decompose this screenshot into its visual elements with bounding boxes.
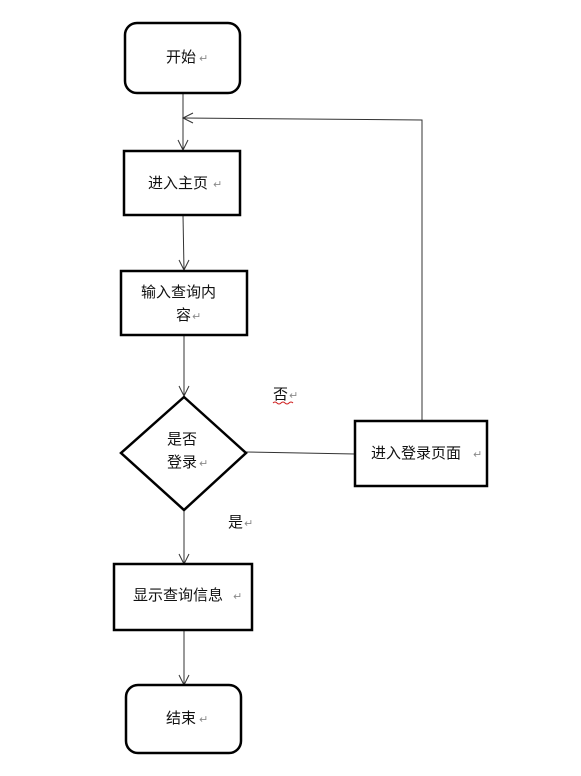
edge-home-to-input (182, 214, 185, 271)
decision-label-line1: 是否 (167, 430, 197, 448)
paragraph-mark-icon: ↵ (233, 590, 242, 603)
enter-home-label: 进入主页 (148, 174, 208, 192)
input-query-label-line1: 输入查询内 (141, 283, 216, 301)
input-query-label-line2: 容 (176, 306, 191, 324)
paragraph-mark-icon: ↵ (199, 713, 208, 726)
edge-login-loop-back (182, 117, 423, 421)
end-node (124, 683, 243, 755)
show-info-node (112, 562, 254, 632)
paragraph-mark-icon: ↵ (473, 448, 482, 461)
start-label: 开始 (166, 48, 196, 66)
show-info-label: 显示查询信息 (133, 586, 223, 604)
enter-home-node (122, 149, 242, 217)
start-node (123, 21, 242, 95)
edge-label-yes: 是 (228, 513, 243, 531)
edge-label-no: 否 (273, 385, 288, 403)
login-decision-node (119, 395, 248, 512)
arrowhead-loop (181, 112, 194, 124)
spellcheck-underline (272, 401, 294, 405)
decision-label-line2: 登录 (167, 453, 197, 471)
input-query-node (119, 269, 249, 337)
paragraph-mark-icon: ↵ (289, 389, 298, 402)
paragraph-mark-icon: ↵ (199, 52, 208, 65)
end-label: 结束 (166, 709, 196, 727)
paragraph-mark-icon: ↵ (192, 310, 201, 323)
edge-decision-to-login (245, 451, 356, 455)
login-page-node (353, 419, 489, 488)
paragraph-mark-icon: ↵ (199, 457, 208, 470)
paragraph-mark-icon: ↵ (213, 178, 222, 191)
paragraph-mark-icon: ↵ (244, 517, 253, 530)
login-page-label: 进入登录页面 (371, 444, 461, 462)
